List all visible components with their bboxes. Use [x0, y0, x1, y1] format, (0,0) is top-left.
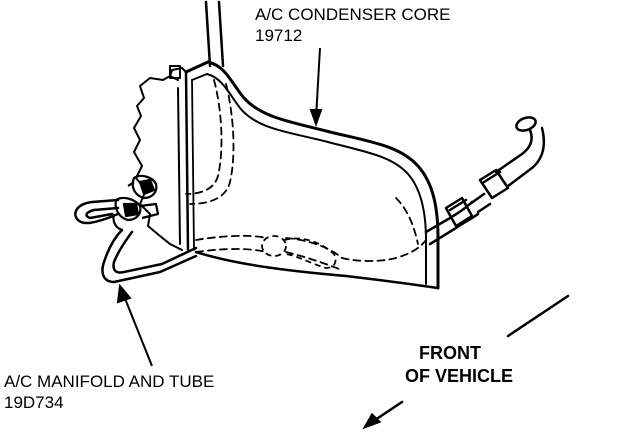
manifold-tube-part-number: 19D734	[4, 393, 64, 412]
valve-fittings	[112, 174, 160, 232]
manifold-leader	[116, 283, 153, 367]
of-vehicle-label: OF VEHICLE	[405, 366, 514, 386]
condenser-core-label: A/C CONDENSER CORE	[255, 5, 451, 24]
internal-coupling	[261, 235, 337, 269]
frame-tubes	[204, 0, 225, 68]
hidden-tubes	[185, 79, 427, 271]
condenser-core-part-number: 19712	[255, 26, 303, 45]
condenser-core	[133, 60, 440, 290]
front-label: FRONT	[419, 343, 481, 363]
manifold-tube	[74, 198, 198, 284]
front-direction-arrow	[362, 294, 570, 430]
condenser-leader	[309, 47, 323, 127]
manifold-tube-label: A/C MANIFOLD AND TUBE	[4, 372, 215, 391]
outlet-tube	[424, 116, 546, 246]
